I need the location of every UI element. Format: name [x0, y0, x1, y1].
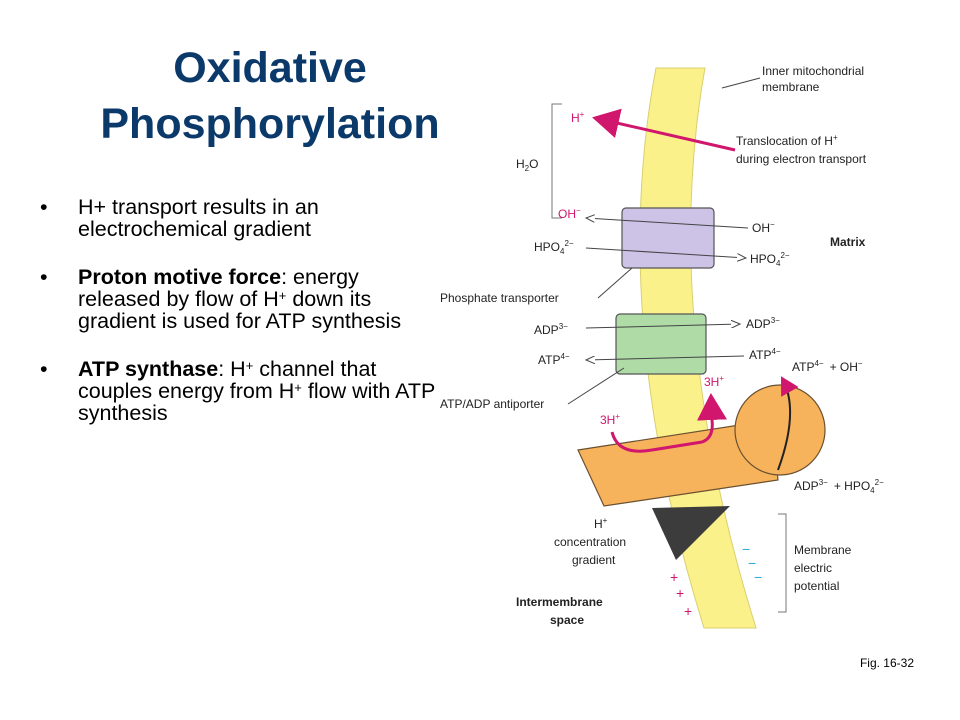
bullet-dot: •	[40, 195, 48, 219]
label-hpo4-left: HPO42−	[534, 239, 574, 256]
label-h-gradient-1: H+	[594, 516, 608, 531]
adp-arrow	[585, 324, 740, 329]
h2o-bracket	[551, 103, 562, 219]
leader-antiporter	[567, 367, 625, 405]
gradient-wedge-icon	[652, 506, 730, 560]
atp-adp-antiporter	[615, 313, 707, 375]
slide-title: Oxidative Phosphorylation	[40, 40, 500, 152]
minus-sign: −	[748, 555, 756, 571]
label-intermembrane-2: space	[550, 613, 584, 627]
label-atp-plus-oh: ATP4−+ OH−	[792, 359, 863, 374]
label-adp-right: ADP3−	[746, 316, 780, 331]
label-h-gradient-2: concentration	[554, 535, 626, 549]
phosphate-transporter	[621, 207, 715, 269]
bullet-text: H+ transport results in an electrochemic…	[78, 195, 319, 241]
atp-arrow	[586, 355, 745, 360]
plus-sign: +	[670, 569, 678, 585]
bullet-list: • H+ transport results in an electrochem…	[40, 196, 440, 450]
label-intermembrane-1: Intermembrane	[516, 595, 603, 609]
minus-sign: −	[742, 541, 750, 557]
superscript: +	[294, 380, 302, 395]
atp-synthase-head	[734, 384, 826, 476]
bullet-item-2: • Proton motive force: energy released b…	[40, 266, 440, 332]
label-translocation-2: during electron transport	[736, 152, 867, 166]
label-h-plus: H+	[571, 110, 585, 125]
label-membrane-potential-3: potential	[794, 579, 839, 593]
leader-phosphate	[597, 267, 633, 299]
leader-membrane	[721, 77, 761, 89]
bullet-text: : H	[218, 357, 246, 381]
label-3h-top: 3H+	[704, 374, 724, 389]
label-antiporter: ATP/ADP antiporter	[440, 397, 544, 411]
label-adp-left: ADP3−	[534, 322, 568, 337]
label-membrane-potential-1: Membrane	[794, 543, 852, 557]
label-membrane-potential-2: electric	[794, 561, 832, 575]
label-atp-left: ATP4−	[538, 352, 570, 367]
bullet-text: down its gradient is used for ATP synthe…	[78, 287, 402, 333]
bullet-text: : energy released by flow of H	[78, 265, 359, 311]
label-translocation-1: Translocation of H+	[736, 133, 838, 148]
bullet-text: flow with ATP synthesis	[78, 379, 435, 425]
hpo4-arrow	[585, 247, 746, 258]
proton-translocation-arrow	[592, 108, 736, 152]
superscript: +	[278, 288, 287, 303]
bullet-dot: •	[40, 265, 48, 289]
label-inner-membrane-2: membrane	[762, 80, 820, 94]
label-adp-plus-hpo4: ADP3−+ HPO42−	[794, 478, 884, 495]
bullet-item-3: • ATP synthase: H+ channel that couples …	[40, 358, 440, 424]
label-phosphate-transporter: Phosphate transporter	[440, 291, 559, 305]
label-atp-right: ATP4−	[749, 347, 781, 362]
label-oh-left: OH−	[558, 206, 581, 221]
title-line-1: Oxidative	[173, 44, 367, 92]
label-h2o: H2O	[516, 157, 538, 173]
figure-label: Fig. 16-32	[859, 656, 914, 670]
bullet-term: Proton motive force	[78, 265, 282, 289]
label-matrix: Matrix	[830, 235, 866, 249]
proton-flow-arrow	[610, 393, 727, 453]
plus-sign: +	[684, 603, 692, 619]
superscript: +	[245, 358, 254, 373]
bullet-dot: •	[40, 357, 48, 381]
bullet-item-1: • H+ transport results in an electrochem…	[40, 196, 440, 240]
atp-synthase-stalk	[577, 419, 779, 507]
potential-bracket	[778, 513, 787, 613]
label-inner-membrane-1: Inner mitochondrial	[762, 64, 864, 78]
label-h-gradient-3: gradient	[572, 553, 616, 567]
bullet-text: channel that couples energy from H	[78, 357, 377, 403]
label-hpo4-right: HPO42−	[750, 251, 790, 268]
title-line-2: Phosphorylation	[100, 100, 440, 148]
label-oh-right: OH−	[752, 220, 775, 235]
plus-sign: +	[676, 585, 684, 601]
label-3h-left: 3H+	[600, 412, 620, 427]
bullet-term: ATP synthase	[78, 357, 219, 381]
atp-release-arrow	[777, 376, 799, 471]
oh-arrow	[586, 218, 749, 229]
minus-sign: −	[754, 569, 762, 585]
